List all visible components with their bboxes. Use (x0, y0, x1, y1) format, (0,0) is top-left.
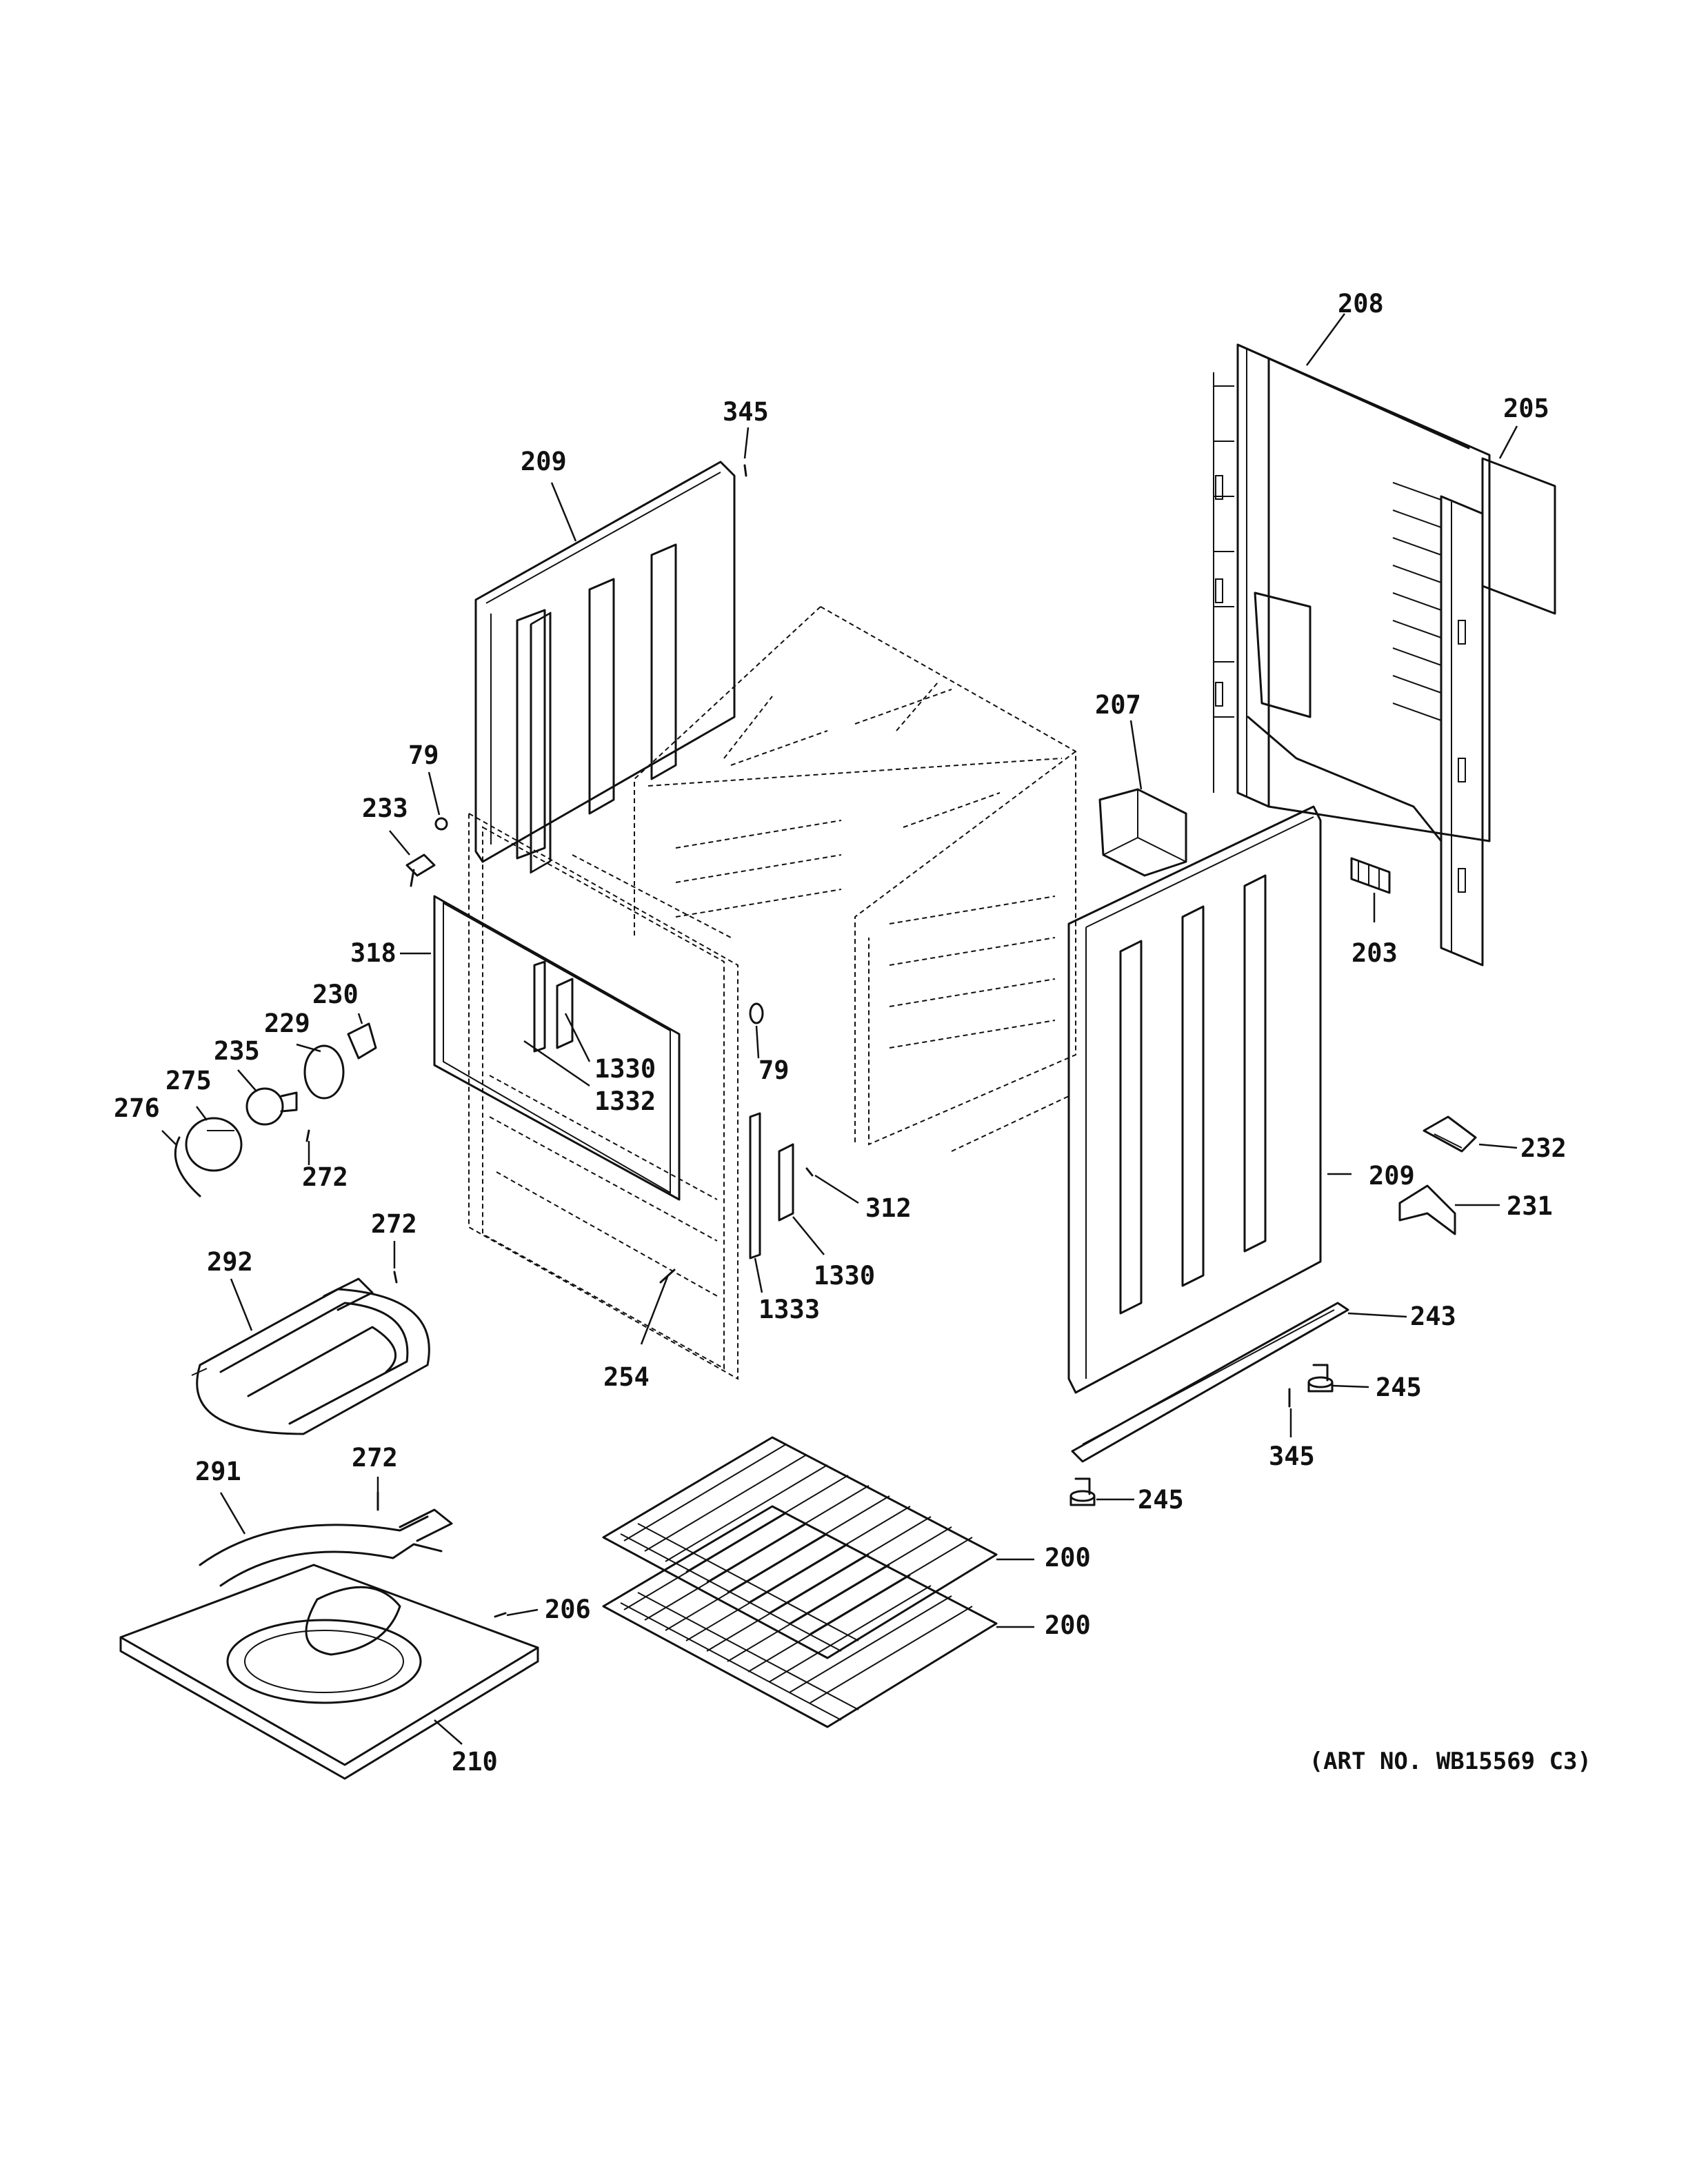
screw-272-light (305, 1129, 310, 1142)
cover-plate-205 (1481, 457, 1556, 615)
light-assembly (174, 1022, 377, 1197)
leveling-leg-245-left (1069, 1477, 1096, 1506)
front-frame (468, 812, 738, 1380)
callout-275: 275 (165, 1066, 212, 1095)
callout-276: 276 (114, 1093, 160, 1123)
grommet-79-upper (434, 817, 448, 831)
art-number: (ART NO. WB15569 C3) (1309, 1748, 1591, 1775)
screw-312 (805, 1167, 814, 1177)
callout-230: 230 (312, 980, 359, 1009)
callout-254: 254 (603, 1362, 650, 1392)
broil-element-292 (191, 1271, 430, 1435)
screw-345-top (743, 464, 747, 477)
callout-200-lower: 200 (1045, 1610, 1091, 1640)
rail-243 (1071, 1302, 1349, 1463)
callout-292: 292 (207, 1247, 253, 1277)
callout-272-bake: 272 (352, 1443, 398, 1473)
callout-345-top: 345 (723, 397, 769, 427)
callout-210: 210 (452, 1747, 498, 1777)
leveling-leg-245-right (1307, 1364, 1334, 1393)
callout-229: 229 (264, 1009, 310, 1038)
callout-208: 208 (1338, 289, 1384, 318)
clip-276 (174, 1136, 201, 1197)
callout-345-bottom: 345 (1269, 1442, 1315, 1471)
right-side-panel-209 (1067, 805, 1322, 1394)
screw-254 (659, 1268, 676, 1284)
callout-272-broil: 272 (371, 1209, 417, 1239)
callout-206: 206 (545, 1595, 591, 1624)
oven-cavity (634, 606, 1076, 1158)
bracket-207 (1098, 788, 1187, 877)
screw-206 (494, 1612, 507, 1618)
callout-318: 318 (350, 938, 396, 968)
callout-labels: 208 205 345 209 207 79 233 203 318 230 2… (114, 289, 1567, 1777)
grommet-79-lower (749, 1002, 764, 1024)
oven-rack-200-upper (602, 1436, 998, 1659)
callout-1333: 1333 (758, 1295, 820, 1324)
callout-245-left: 245 (1138, 1485, 1184, 1515)
callout-205: 205 (1503, 394, 1549, 423)
lens-275 (185, 1117, 243, 1172)
callout-1332: 1332 (594, 1086, 656, 1116)
screw-272-broil (393, 1271, 398, 1284)
bracket-231 (1398, 1184, 1456, 1235)
leader-lines (161, 313, 1518, 1745)
door-gasket-318 (433, 895, 681, 1201)
hinge-parts-1330-1332 (533, 960, 794, 1260)
callout-1330-upper: 1330 (594, 1054, 656, 1084)
callout-243: 243 (1410, 1302, 1456, 1331)
bulb-235 (245, 1087, 284, 1126)
callout-203: 203 (1352, 938, 1398, 968)
callout-207: 207 (1095, 690, 1141, 720)
callout-209-top: 209 (521, 447, 567, 476)
bracket-232 (1423, 1115, 1477, 1153)
callout-235: 235 (214, 1036, 260, 1066)
callout-209-lower: 209 (1369, 1161, 1415, 1191)
callout-231: 231 (1507, 1191, 1553, 1221)
callout-312: 312 (865, 1193, 912, 1223)
callout-232: 232 (1520, 1133, 1567, 1163)
callout-200-upper: 200 (1045, 1543, 1091, 1573)
callout-245-right: 245 (1376, 1373, 1422, 1402)
lamp-housing-229 (303, 1044, 345, 1100)
rear-panel-208 (1213, 343, 1491, 967)
terminal-block-203 (1350, 857, 1391, 894)
callout-233: 233 (362, 793, 408, 823)
callout-291: 291 (195, 1457, 241, 1486)
thermostat-233 (405, 853, 436, 887)
bake-element-291 (199, 1491, 453, 1656)
callout-1330-lower: 1330 (814, 1261, 875, 1291)
left-side-panel-209 (474, 461, 736, 874)
callout-79-upper: 79 (408, 740, 439, 770)
callout-79-lower: 79 (758, 1055, 790, 1085)
callout-272-light: 272 (302, 1162, 348, 1192)
lamp-socket-230 (347, 1022, 377, 1060)
oven-rack-200-lower (602, 1505, 998, 1728)
oven-floor-210 (119, 1564, 539, 1780)
